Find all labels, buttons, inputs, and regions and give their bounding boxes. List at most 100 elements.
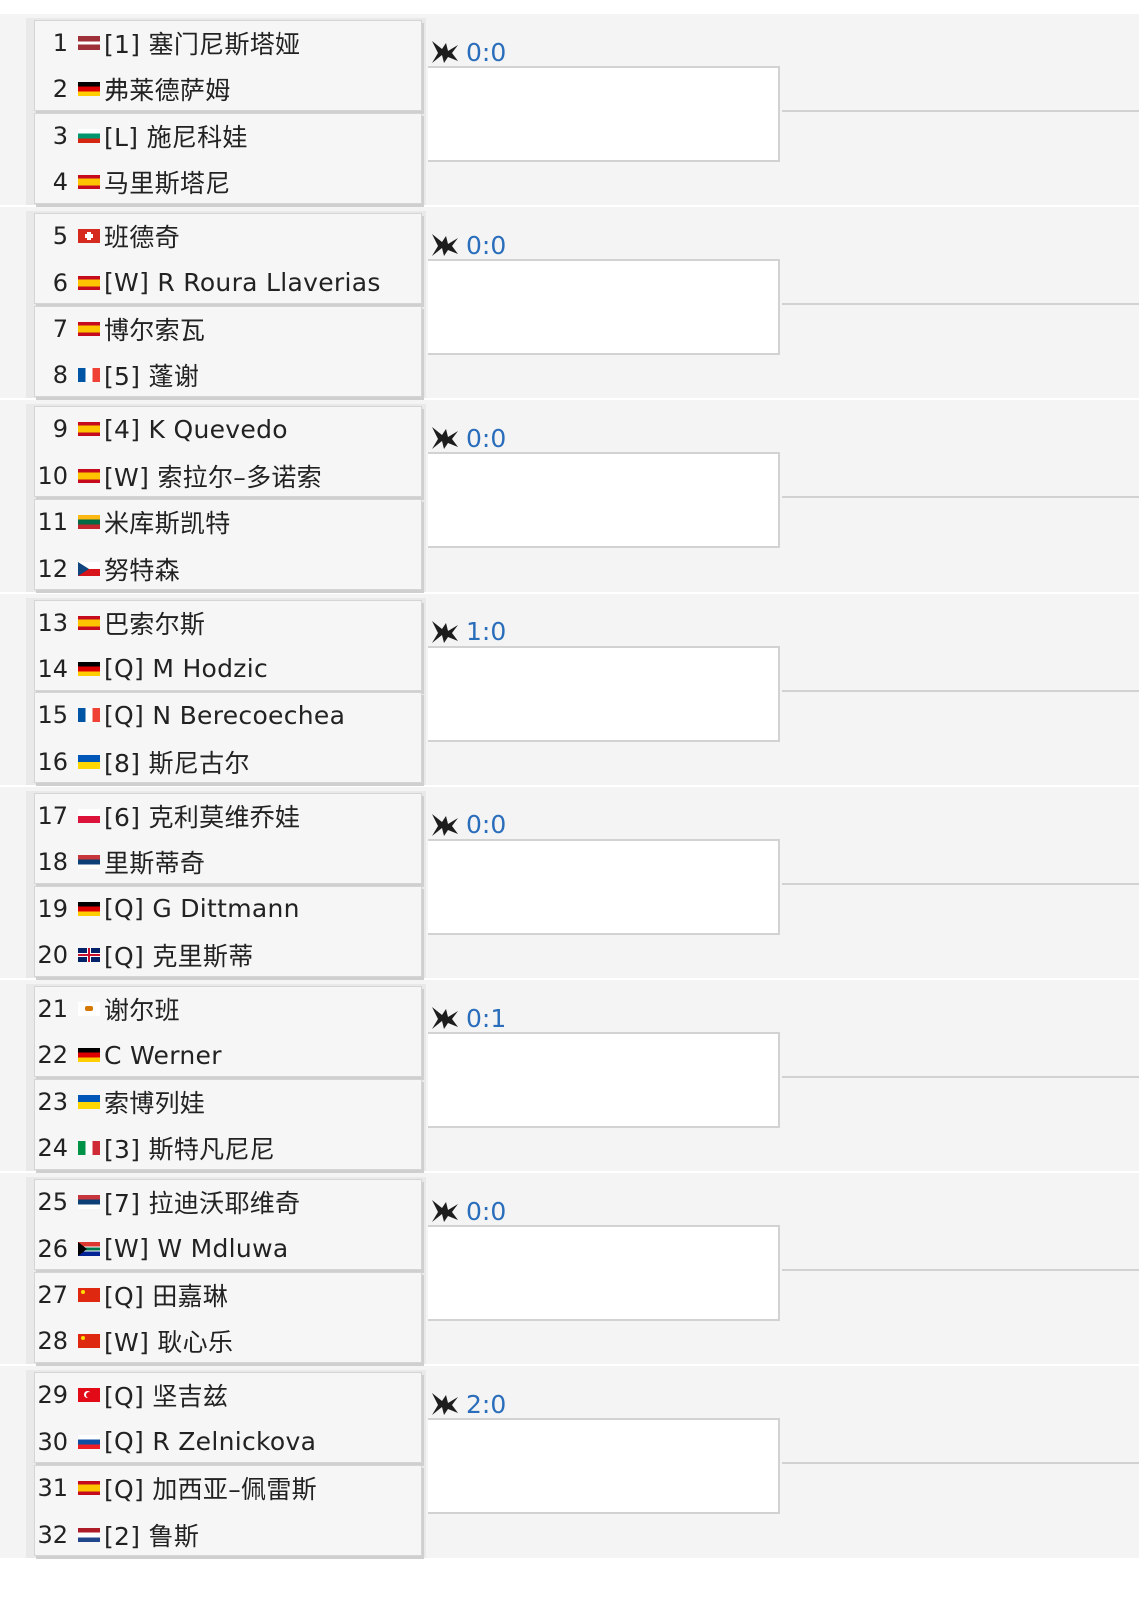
player-row[interactable]: 25 [7] 拉迪沃耶维奇: [34, 1179, 414, 1225]
player-name: [1] 塞门尼斯塔娅: [104, 30, 301, 59]
country-flag-icon: [78, 754, 100, 769]
head-to-head-score[interactable]: 0:0: [430, 1196, 506, 1226]
player-row[interactable]: 7 博尔索瓦: [34, 306, 414, 352]
versus-icon: [432, 1393, 458, 1416]
player-row[interactable]: 15[Q] N Berecoechea: [34, 692, 414, 738]
player-name: [2] 鲁斯: [104, 1521, 200, 1551]
player-name: [Q] 加西亚–佩雷斯: [104, 1475, 317, 1505]
country-flag-icon: [78, 322, 100, 336]
player-name: 博尔索瓦: [104, 316, 206, 345]
player-name: [W] 耿心乐: [104, 1328, 234, 1358]
bracket-connector: [428, 66, 780, 162]
next-round-slot: [782, 982, 1139, 1078]
draw-position: 25: [37, 1188, 68, 1217]
player-row[interactable]: 1[1] 塞门尼斯塔娅: [34, 20, 414, 66]
player-row[interactable]: 21 谢尔班: [34, 986, 414, 1032]
draw-position: 17: [37, 801, 68, 830]
player-row[interactable]: 3[L] 施尼科娃: [34, 113, 414, 159]
country-flag-icon: [78, 422, 100, 437]
player-row[interactable]: 23 索博列娃: [34, 1079, 414, 1125]
head-to-head-score[interactable]: 0:1: [430, 1003, 506, 1033]
head-to-head-score[interactable]: 0:0: [430, 810, 506, 840]
draw-position: 32: [37, 1520, 68, 1549]
player-row[interactable]: 2 弗莱德萨姆: [34, 66, 414, 112]
player-row[interactable]: 12 努特森: [34, 546, 414, 592]
next-round-slot: [782, 1175, 1139, 1272]
player-row[interactable]: 19 [Q] G Dittmann: [34, 886, 414, 932]
country-flag-icon: [78, 82, 100, 97]
country-flag-icon: [78, 708, 100, 723]
player-name: [7] 拉迪沃耶维奇: [104, 1189, 301, 1219]
player-name: 米库斯凯特: [104, 509, 231, 539]
draw-position: 31: [37, 1474, 68, 1503]
score-value: 0:0: [466, 423, 507, 453]
player-row[interactable]: 4 马里斯塔尼: [34, 159, 414, 205]
draw-position: 27: [37, 1281, 68, 1309]
player-row[interactable]: 13 巴索尔斯: [34, 600, 414, 646]
player-name: 努特森: [104, 555, 180, 585]
bracket-connector: [428, 838, 780, 935]
head-to-head-score[interactable]: 1:0: [430, 617, 506, 647]
player-row[interactable]: 32 [2] 鲁斯: [34, 1512, 414, 1558]
player-row[interactable]: 30[Q] R Zelnickova: [34, 1419, 414, 1465]
country-flag-icon: [78, 175, 100, 190]
player-name: [Q] 坚吉兹: [104, 1382, 229, 1412]
head-to-head-score[interactable]: 0:0: [430, 37, 506, 67]
player-row[interactable]: 6[W] R Roura Llaverias: [34, 260, 414, 306]
player-row[interactable]: 11 米库斯凯特: [34, 499, 414, 545]
country-flag-icon: [78, 901, 100, 916]
player-row[interactable]: 26[W] W Mdluwa: [34, 1226, 414, 1272]
player-row[interactable]: 8[5] 蓬谢: [34, 352, 414, 398]
head-to-head-score[interactable]: 0:0: [430, 230, 506, 260]
player-row[interactable]: 18 里斯蒂奇: [34, 839, 414, 885]
score-value: 0:0: [466, 37, 507, 67]
head-to-head-score[interactable]: 2:0: [430, 1389, 506, 1419]
draw-position: 9: [52, 415, 68, 444]
draw-position: 26: [37, 1234, 68, 1263]
player-row[interactable]: 5 班德奇: [34, 213, 414, 259]
player-row[interactable]: 16[8] 斯尼古尔: [34, 739, 414, 785]
player-row[interactable]: 14[Q] M Hodzic: [34, 646, 414, 692]
player-row[interactable]: 28 [W] 耿心乐: [34, 1318, 414, 1364]
bracket-connector: [428, 452, 780, 549]
draw-position: 14: [37, 654, 68, 683]
player-name: 巴索尔斯: [104, 609, 206, 639]
player-row[interactable]: 9[4] K Quevedo: [34, 406, 414, 452]
country-flag-icon: [78, 1288, 100, 1302]
player-name: [Q] G Dittmann: [104, 894, 300, 924]
country-flag-icon: [78, 1002, 100, 1016]
draw-position: 18: [37, 848, 68, 877]
draw-position: 23: [37, 1087, 68, 1116]
player-row[interactable]: 31 [Q] 加西亚–佩雷斯: [34, 1465, 414, 1511]
country-flag-icon: [78, 275, 100, 290]
head-to-head-score[interactable]: 0:0: [430, 423, 506, 453]
country-flag-icon: [78, 1241, 100, 1256]
player-row[interactable]: 27[Q] 田嘉琳: [34, 1272, 414, 1318]
draw-position: 22: [37, 1041, 68, 1070]
draw-position: 12: [37, 554, 68, 583]
player-row[interactable]: 10[W] 索拉尔–多诺索: [34, 453, 414, 499]
player-row[interactable]: 24 [3] 斯特凡尼尼: [34, 1125, 414, 1171]
score-value: 0:0: [466, 810, 507, 840]
country-flag-icon: [78, 1434, 100, 1449]
draw-position: 28: [37, 1327, 68, 1356]
draw-position: 24: [37, 1134, 68, 1163]
player-row[interactable]: 20[Q] 克里斯蒂: [34, 932, 414, 978]
score-value: 2:0: [466, 1389, 507, 1419]
bracket-connector: [428, 1418, 780, 1515]
draw-position: 19: [37, 894, 68, 923]
player-row[interactable]: 17[6] 克利莫维乔娃: [34, 793, 414, 839]
player-name: 弗莱德萨姆: [104, 76, 231, 106]
player-row[interactable]: 29[Q] 坚吉兹: [34, 1372, 414, 1418]
next-round-slot: [782, 1368, 1139, 1465]
country-flag-icon: [78, 661, 100, 676]
versus-icon: [432, 234, 458, 257]
country-flag-icon: [78, 1481, 100, 1496]
versus-icon: [432, 1007, 458, 1029]
player-name: [3] 斯特凡尼尼: [104, 1135, 276, 1165]
draw-position: 16: [37, 747, 68, 776]
player-name: [W] R Roura Llaverias: [104, 268, 381, 297]
draw-position: 20: [37, 940, 68, 969]
player-row[interactable]: 22 C Werner: [34, 1032, 414, 1078]
country-flag-icon: [78, 1527, 100, 1542]
